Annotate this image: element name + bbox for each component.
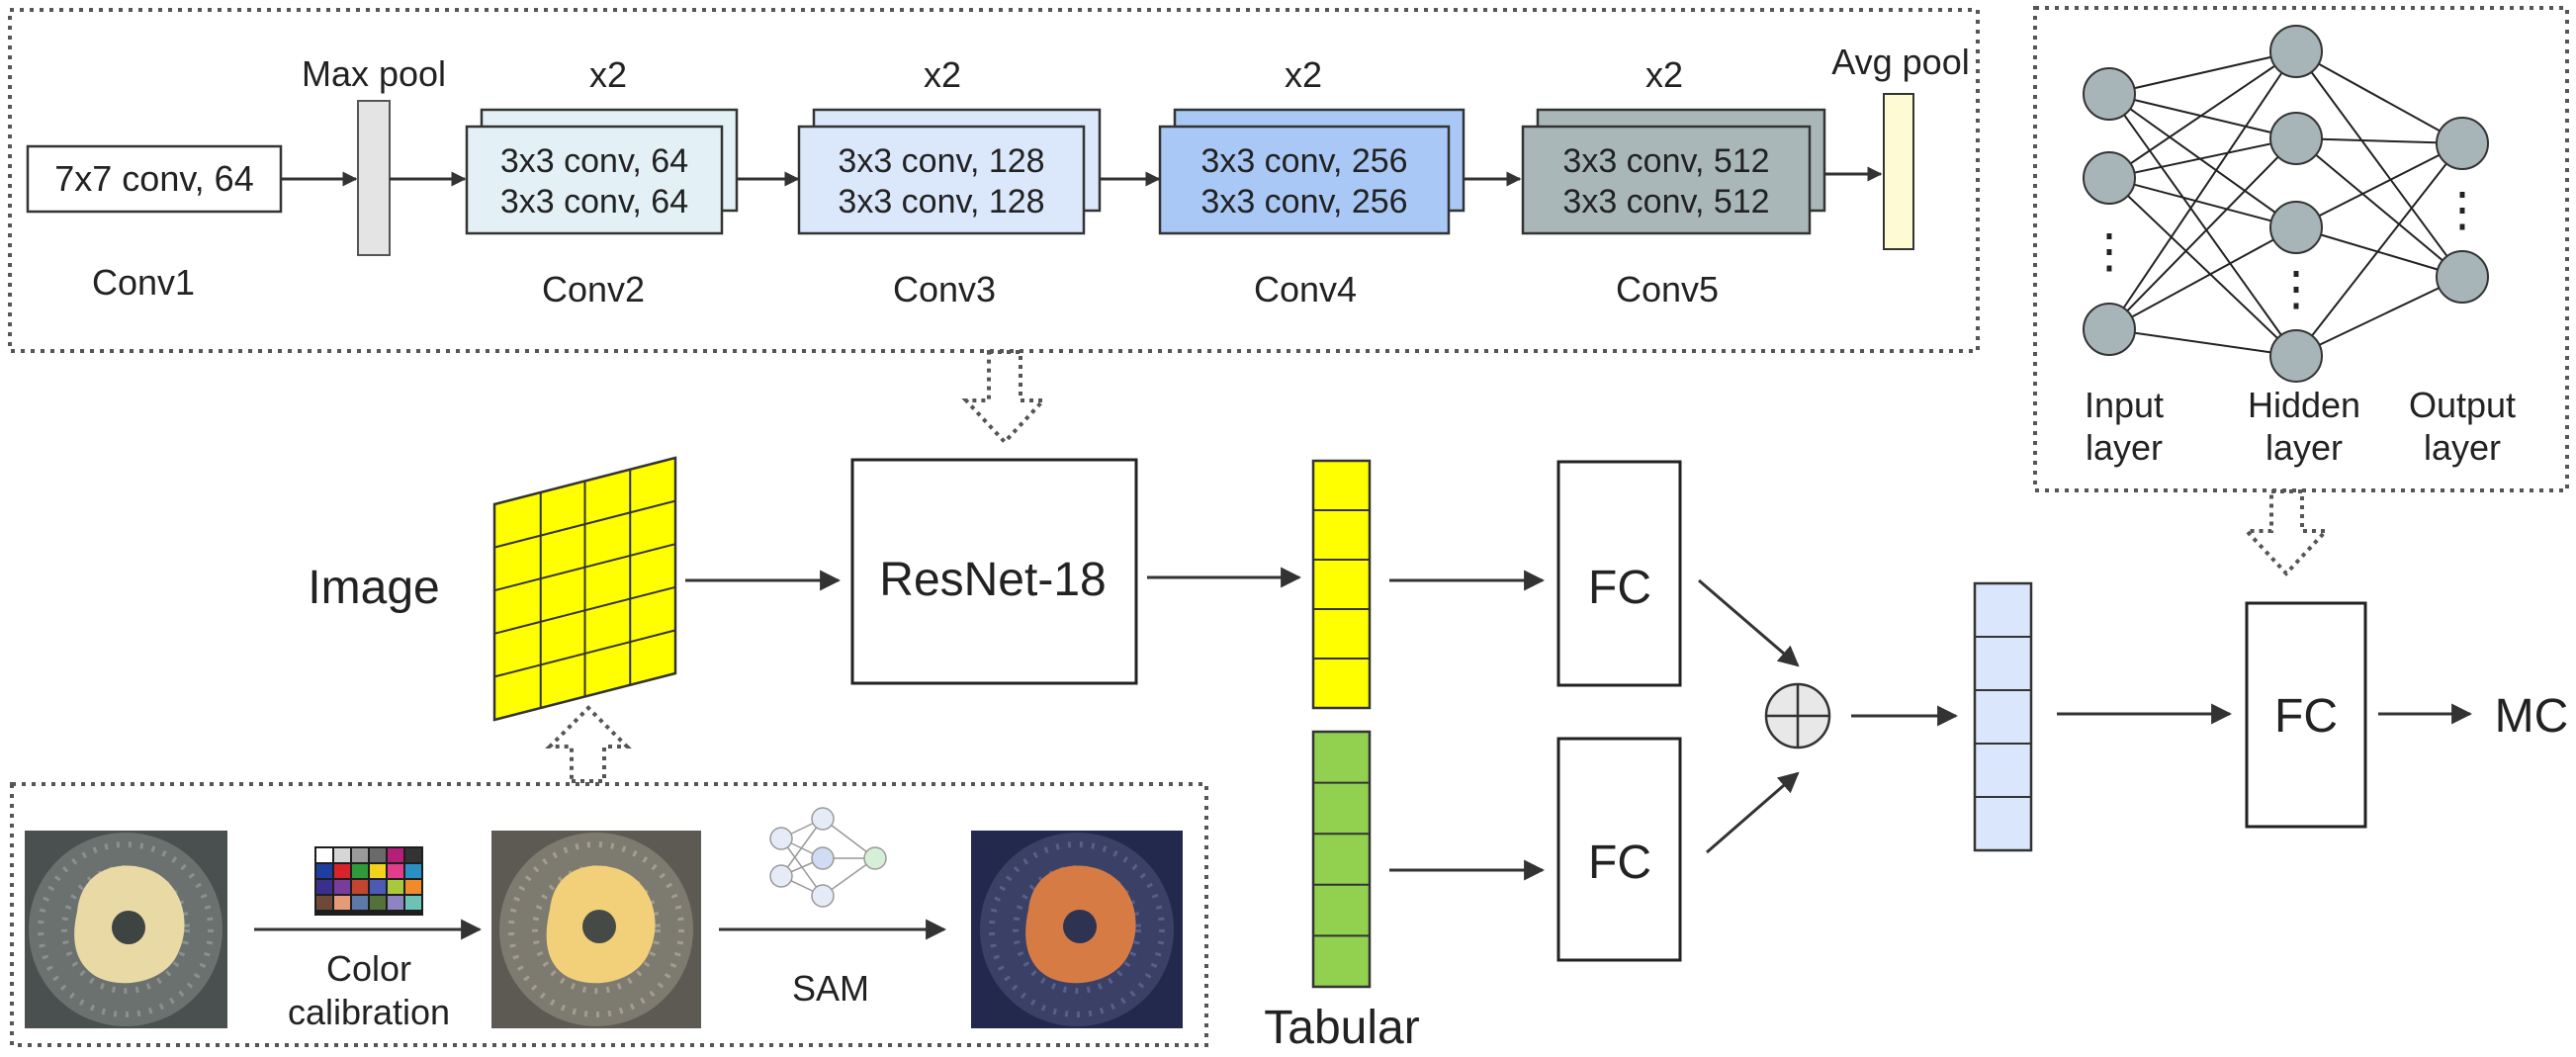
color-calibration-label: Color	[326, 948, 411, 989]
hidden-layer-label: Hidden	[2248, 385, 2360, 425]
input-ellipsis: ⋮	[2086, 225, 2133, 278]
fc-image-block	[1556, 460, 1682, 687]
image-label: Image	[308, 562, 439, 614]
conv2-line2: 3x3 conv, 64	[500, 183, 688, 220]
conv4-line2: 3x3 conv, 256	[1200, 183, 1407, 220]
color-checker-icon	[314, 846, 423, 916]
output-node	[2436, 250, 2489, 304]
color-calibration-label-2: calibration	[288, 992, 450, 1032]
conv1-label: Conv1	[92, 262, 195, 303]
conv5-label: Conv5	[1616, 269, 1719, 309]
input-node	[2083, 67, 2136, 121]
conv3-block	[797, 125, 1086, 235]
conv1-block	[26, 144, 283, 214]
fused-feature-vector	[1973, 581, 2033, 852]
input-node	[2083, 303, 2136, 356]
output-layer-label-2: layer	[2424, 427, 2501, 468]
output-layer-label: Output	[2409, 385, 2516, 425]
conv1-block-text: 7x7 conv, 64	[54, 158, 253, 199]
preprocess-panel: Color calibration SAM	[10, 782, 1208, 1047]
tabular-label: Tabular	[1264, 1002, 1419, 1054]
expand-arrow-preprocess	[545, 705, 632, 783]
fc-tabular-block	[1556, 737, 1682, 962]
fc-final-label: FC	[2274, 690, 2338, 743]
output-ellipsis: ⋮	[2439, 184, 2486, 236]
conv2-repeat: x2	[589, 54, 627, 95]
input-layer-label: Input	[2085, 385, 2164, 425]
conv3-repeat: x2	[924, 54, 961, 95]
mlp-panel: ⋮ ⋮ ⋮ Input layer Hidden layer Output la…	[2033, 6, 2569, 492]
conv4-label: Conv4	[1254, 269, 1357, 309]
resnet-panel: 7x7 conv, 64 Conv1 Max pool x2 3x3 conv,…	[8, 8, 1980, 353]
fc-final-block	[2245, 601, 2367, 829]
sam-label: SAM	[792, 968, 869, 1009]
segmented-sample-photo	[971, 831, 1183, 1028]
max-pool-label: Max pool	[302, 53, 446, 94]
hidden-layer-label-2: layer	[2265, 427, 2343, 468]
conv4-repeat: x2	[1285, 54, 1322, 95]
input-node	[2083, 151, 2136, 205]
hidden-node	[2269, 112, 2323, 165]
fc-image-label: FC	[1588, 562, 1651, 614]
fusion-plus-icon	[1764, 682, 1831, 749]
raw-sample-photo	[25, 831, 227, 1028]
conv3-label: Conv3	[893, 269, 996, 309]
calibrated-sample-photo	[491, 831, 701, 1028]
hidden-node	[2269, 329, 2323, 383]
max-pool-block	[357, 100, 391, 256]
resnet18-block	[850, 458, 1138, 685]
image-grid	[492, 456, 677, 722]
conv3-line2: 3x3 conv, 128	[838, 183, 1044, 220]
input-layer-label-2: layer	[2086, 427, 2163, 468]
hidden-node	[2269, 25, 2323, 78]
conv2-block	[465, 125, 724, 235]
output-node	[2436, 117, 2489, 170]
conv3-line1: 3x3 conv, 128	[838, 142, 1044, 180]
conv5-line1: 3x3 conv, 512	[1562, 142, 1769, 180]
image-feature-vector	[1311, 459, 1372, 710]
sam-network-icon	[769, 807, 887, 908]
hidden-node	[2269, 201, 2323, 254]
conv2-label: Conv2	[542, 269, 645, 309]
avg-pool-label: Avg pool	[1831, 42, 1969, 82]
conv4-block	[1158, 125, 1451, 235]
hidden-ellipsis: ⋮	[2272, 263, 2320, 315]
expand-arrow-mlp	[2242, 489, 2331, 576]
fc-tabular-label: FC	[1588, 837, 1651, 889]
conv5-repeat: x2	[1645, 54, 1683, 95]
tabular-feature-vector	[1311, 730, 1372, 989]
avg-pool-block	[1883, 93, 1914, 250]
mlp-connections	[2108, 50, 2463, 357]
expand-arrow-resnet	[961, 350, 1048, 445]
output-mc-label: MC	[2495, 690, 2569, 743]
resnet18-label: ResNet-18	[879, 554, 1106, 606]
conv2-line1: 3x3 conv, 64	[500, 142, 688, 180]
conv5-line2: 3x3 conv, 512	[1562, 183, 1769, 220]
conv4-line1: 3x3 conv, 256	[1200, 142, 1407, 180]
conv5-block	[1521, 125, 1812, 235]
